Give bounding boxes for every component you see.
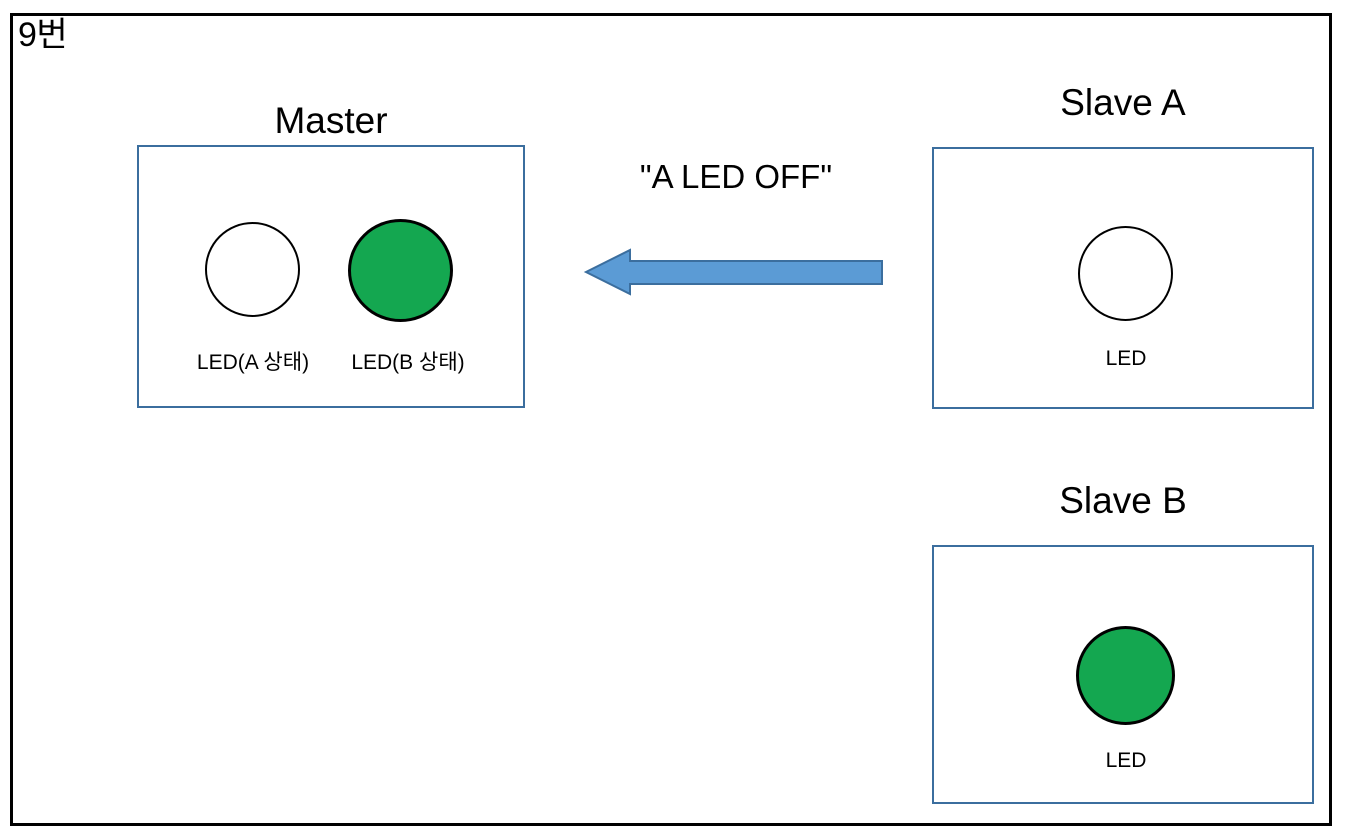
message-arrow-left-icon	[583, 246, 884, 298]
led-caption-master-b: LED(B 상태)	[351, 351, 465, 374]
led-caption-slave-b: LED	[1105, 749, 1147, 772]
led-caption-slave-a: LED	[1105, 347, 1147, 370]
led-caption-master-a: LED(A 상태)	[196, 351, 310, 374]
led-master-a-state	[205, 222, 300, 317]
message-label: "A LED OFF"	[639, 158, 833, 195]
node-title-slave-a: Slave A	[1060, 82, 1186, 123]
led-master-b-state	[348, 219, 453, 322]
message-arrow-shape	[583, 248, 883, 296]
slide-frame	[10, 13, 1332, 826]
node-title-master: Master	[274, 100, 388, 141]
slide-caption: 9번	[18, 16, 68, 54]
led-slave-b-state	[1076, 626, 1175, 725]
arrow-polygon	[583, 248, 883, 296]
led-slave-a-state	[1078, 226, 1173, 321]
node-title-slave-b: Slave B	[1059, 480, 1187, 521]
node-panel-master	[137, 145, 525, 408]
